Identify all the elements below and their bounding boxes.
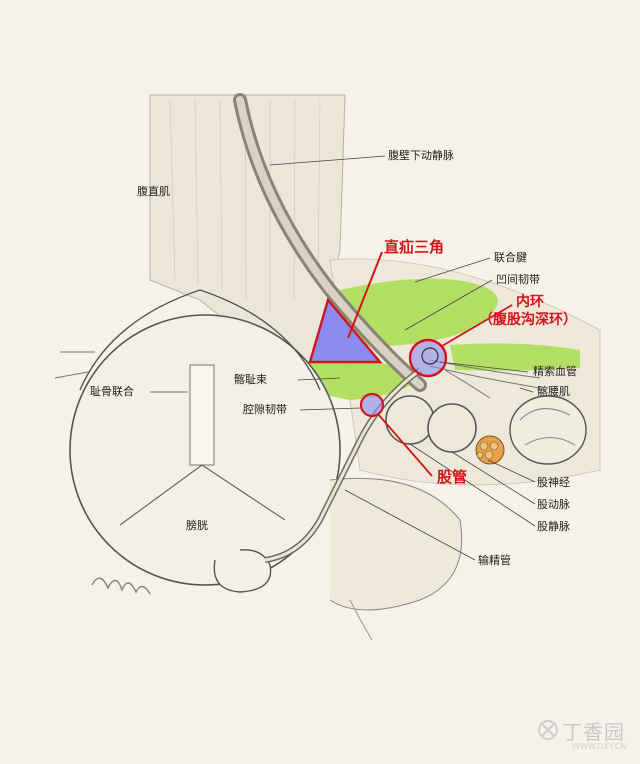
vas-deferens-inner (264, 368, 421, 562)
iliopsoas-shape (509, 395, 587, 465)
bladder-lines (119, 464, 286, 526)
watermark-url: WWW.DXY.CN (572, 742, 627, 751)
label-femoral-canal: 股管 (437, 468, 468, 486)
pubic-top-lobe (79, 289, 321, 391)
label-iliopsoas: 髂腰肌 (537, 385, 570, 398)
label-femoral-nerve: 股神经 (537, 476, 570, 489)
label-hesselbach-triangle: 直疝三角 (384, 238, 445, 256)
femoral-canal-circle (359, 392, 385, 418)
iliopubic-green (300, 359, 420, 400)
label-iliopubic-tract: 髂耻束 (234, 373, 267, 386)
label-deep-ring-sub: （腹股沟深环） (479, 312, 577, 328)
spermatic-green (450, 343, 580, 371)
deep-ring-inner (421, 347, 439, 365)
artist-signature (91, 577, 151, 595)
symphysis-strip (189, 364, 215, 466)
nerve-fascicles (476, 441, 499, 460)
label-femoral-vein: 股静脉 (537, 520, 570, 533)
leader-lines (150, 155, 536, 561)
label-spermatic-vessels: 精索血管 (533, 365, 577, 378)
watermark-logo-icon (538, 720, 558, 740)
femoral-nerve-bundle (475, 435, 505, 465)
label-femoral-artery: 股动脉 (537, 498, 570, 511)
iliopsoas-lines (519, 408, 576, 446)
left-edge-marks (54, 351, 95, 379)
label-bladder: 膀胱 (186, 519, 208, 532)
bladder-loop (213, 549, 272, 593)
femoral-artery-circle (427, 403, 477, 453)
label-vas-deferens: 输精管 (478, 554, 511, 567)
lower-edge (349, 599, 373, 641)
label-inferior-epigastric: 腹壁下动静脉 (388, 149, 454, 162)
femoral-vein-circle (385, 395, 435, 445)
label-deep-ring: 内环 (516, 294, 544, 310)
femoral-canal-leader (377, 413, 433, 477)
label-pubic-symphysis: 耻骨联合 (90, 385, 134, 398)
label-interfoveolar-ligament: 凹间韧带 (496, 273, 540, 286)
deep-ring-circle (408, 338, 448, 378)
vessel-highlight (236, 96, 424, 389)
conjoint-tendon-green (340, 278, 498, 346)
triangle-leader (347, 251, 383, 339)
lower-fold (329, 477, 463, 611)
hesselbach-triangle (308, 297, 383, 364)
label-rectus-abdominis: 腹直肌 (137, 185, 170, 198)
label-conjoint-tendon: 联合腱 (494, 251, 527, 264)
watermark-brand: 丁香园 (562, 720, 625, 744)
deep-ring-leader (441, 304, 513, 347)
label-lacunar-ligament: 腔隙韧带 (243, 403, 287, 416)
